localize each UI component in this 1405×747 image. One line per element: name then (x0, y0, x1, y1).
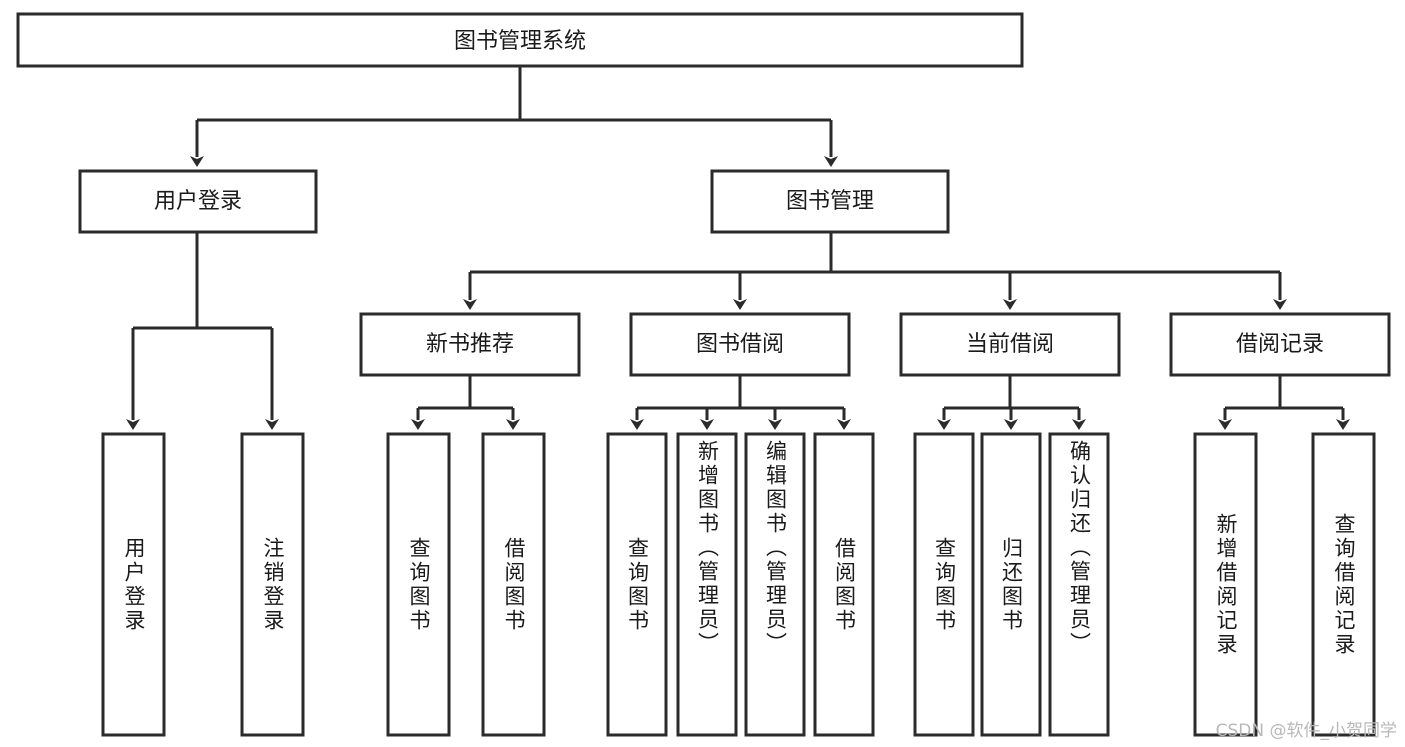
node-leaf-query-book-3-label: 查询图书 (932, 536, 957, 633)
node-leaf-borrow-book-1-box[interactable] (481, 432, 546, 737)
node-leaf-edit-book-admin-label: 编辑图书（管理员） (763, 440, 788, 656)
node-leaf-add-borrow-record[interactable]: 新增借阅记录 (1193, 432, 1258, 737)
node-current-borrow-box[interactable] (899, 312, 1121, 377)
node-leaf-query-book-1[interactable]: 查询图书 (386, 432, 451, 737)
connector-layer (126, 66, 1350, 430)
node-leaf-user-login-label: 用户登录 (122, 536, 146, 633)
node-leaf-borrow-book-1[interactable]: 借阅图书 (481, 432, 546, 737)
node-leaf-query-book-2-box[interactable] (606, 432, 668, 737)
node-current-borrow[interactable]: 当前借阅 (899, 312, 1121, 377)
node-leaf-query-book-2[interactable]: 查询图书 (606, 432, 668, 737)
node-user-login[interactable]: 用户登录 (78, 169, 318, 234)
node-leaf-query-book-1-label: 查询图书 (407, 536, 431, 633)
node-user-login-box[interactable] (78, 169, 318, 234)
node-leaf-query-borrow-record[interactable]: 查询借阅记录 (1311, 432, 1376, 737)
node-leaf-confirm-return-admin[interactable]: 确认归还（管理员） (1048, 432, 1110, 737)
node-leaf-query-book-1-box[interactable] (386, 432, 451, 737)
node-leaf-user-logout[interactable]: 注销登录 (240, 432, 305, 737)
node-leaf-borrow-book-2[interactable]: 借阅图书 (813, 432, 875, 737)
node-leaf-user-logout-box[interactable] (240, 432, 305, 737)
node-leaf-user-login[interactable]: 用户登录 (101, 432, 166, 737)
node-leaf-add-book-admin[interactable]: 新增图书（管理员） (676, 432, 738, 737)
node-new-book-rec-label: 新书推荐 (426, 332, 514, 357)
node-leaf-query-book-3[interactable]: 查询图书 (913, 432, 975, 737)
node-leaf-user-logout-label: 注销登录 (261, 536, 285, 633)
node-new-book-rec[interactable]: 新书推荐 (359, 312, 581, 377)
node-leaf-edit-book-admin[interactable]: 编辑图书（管理员） (744, 432, 806, 737)
node-leaf-add-borrow-record-label: 新增借阅记录 (1214, 512, 1238, 657)
node-book-manage[interactable]: 图书管理 (710, 169, 950, 234)
node-borrow-record-box[interactable] (1169, 312, 1391, 377)
node-leaf-borrow-book-2-label: 借阅图书 (832, 536, 857, 633)
node-root-label: 图书管理系统 (454, 29, 586, 54)
node-leaf-user-login-box[interactable] (101, 432, 166, 737)
node-leaf-add-borrow-record-box[interactable] (1193, 432, 1258, 737)
node-leaf-query-book-2-label: 查询图书 (625, 536, 650, 633)
node-root[interactable]: 图书管理系统 (16, 12, 1024, 68)
node-leaf-return-book-label: 归还图书 (999, 536, 1024, 633)
node-book-borrow-box[interactable] (629, 312, 851, 377)
node-leaf-query-borrow-record-label: 查询借阅记录 (1332, 512, 1356, 657)
node-leaf-query-book-3-box[interactable] (913, 432, 975, 737)
node-leaf-confirm-return-admin-label: 确认归还（管理员） (1067, 440, 1092, 656)
node-leaf-borrow-book-1-label: 借阅图书 (502, 536, 526, 633)
node-leaf-return-book[interactable]: 归还图书 (980, 432, 1042, 737)
node-leaf-edit-book-admin-box[interactable] (744, 432, 806, 737)
node-user-login-label: 用户登录 (154, 189, 242, 214)
node-new-book-rec-box[interactable] (359, 312, 581, 377)
node-leaf-borrow-book-2-box[interactable] (813, 432, 875, 737)
node-book-borrow-label: 图书借阅 (696, 332, 784, 357)
node-borrow-record[interactable]: 借阅记录 (1169, 312, 1391, 377)
node-book-borrow[interactable]: 图书借阅 (629, 312, 851, 377)
node-leaf-add-book-admin-label: 新增图书（管理员） (695, 440, 720, 656)
node-book-manage-label: 图书管理 (786, 189, 874, 214)
node-root-box[interactable] (16, 12, 1024, 68)
node-borrow-record-label: 借阅记录 (1236, 332, 1324, 357)
node-leaf-add-book-admin-box[interactable] (676, 432, 738, 737)
node-book-manage-box[interactable] (710, 169, 950, 234)
node-leaf-return-book-box[interactable] (980, 432, 1042, 737)
node-leaf-query-borrow-record-box[interactable] (1311, 432, 1376, 737)
node-current-borrow-label: 当前借阅 (966, 332, 1054, 357)
node-leaf-confirm-return-admin-box[interactable] (1048, 432, 1110, 737)
